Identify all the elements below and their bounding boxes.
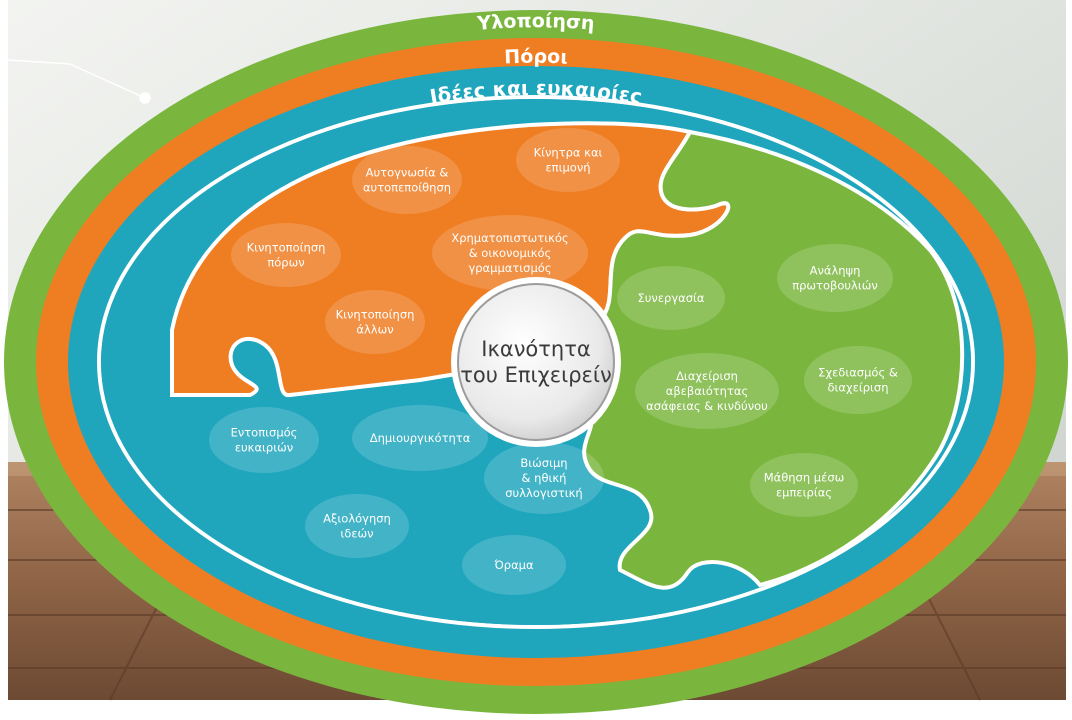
center-title-line1: Ικανότητα	[481, 337, 590, 361]
bubble-label-resources-3-line0: Χρηματοπιστωτικός	[451, 231, 568, 245]
bubble-label-ideas-2-line0: Βιώσιμη	[520, 456, 567, 470]
bubble-label-action-3-line0: Διαχείριση	[676, 369, 738, 383]
bubble-label-resources-4-line1: άλλων	[356, 323, 393, 337]
bubble-label-ideas-2-line1: & ηθική	[522, 471, 567, 485]
bubble-label-resources-3-line1: & οικονομικός	[469, 246, 552, 260]
bubble-label-action-1-line0: Συνεργασία	[637, 291, 704, 305]
bubble-label-ideas-1-line0: Δημιουργικότητα	[370, 431, 471, 445]
bubble-label-ideas-0-line0: Εντοπισμός	[231, 426, 298, 440]
bubble-label-action-2-line1: διαχείριση	[827, 381, 888, 395]
bubble-label-ideas-3-line1: ιδεών	[340, 527, 373, 541]
decorative-line	[7, 59, 151, 104]
bubble-label-action-3-line1: αβεβαιότητας	[666, 384, 748, 398]
bubbles	[209, 128, 912, 595]
bubble-label-resources-0-line1: αυτοπεποίθηση	[363, 181, 451, 195]
ring-divider	[97, 95, 975, 629]
bubble-label-resources-1-line0: Κίνητρα και	[534, 146, 603, 160]
center-circle: Ικανότητα του Επιχειρείν	[451, 277, 621, 447]
bubble-label-resources-4-line0: Κινητοποίηση	[336, 308, 415, 322]
bubble-label-resources-3-line2: γραμματισμός	[468, 261, 551, 275]
center-title-line2: του Επιχειρείν	[460, 363, 611, 387]
bubble-label-resources-1-line1: επιμονή	[545, 161, 590, 175]
bubble-label-action-0-line1: πρωτοβουλιών	[792, 279, 878, 293]
bubble-label-action-4-line0: Μάθηση μέσω	[764, 471, 845, 485]
bubble-label-action-0-line0: Ανάληψη	[810, 264, 861, 278]
bubble-label-ideas-2-line2: συλλογιστική	[505, 486, 582, 500]
bubble-label-ideas-0-line1: ευκαιριών	[235, 441, 293, 455]
bubble-labels: Αυτογνωσία &αυτοπεποίθηση Κίνητρα καιεπιμ…	[231, 146, 898, 573]
bubble-label-resources-0-line0: Αυτογνωσία &	[366, 166, 449, 180]
ring-middle-label: Πόροι	[504, 46, 568, 69]
bubble-label-ideas-4-line0: Όραμα	[493, 558, 534, 572]
bubble-label-action-4-line1: εμπειρίας	[776, 486, 832, 500]
bubble-label-resources-2-line0: Κινητοποίηση	[247, 241, 326, 255]
bubble-label-ideas-3-line0: Αξιολόγηση	[323, 512, 391, 526]
bubble-label-action-3-line2: ασάφειας & κινδύνου	[646, 399, 768, 413]
bubble-label-action-2-line0: Σχεδιασμός &	[818, 366, 898, 380]
bubble-label-resources-2-line1: πόρων	[267, 256, 304, 270]
ring-outer-label: Υλοποίηση	[476, 10, 596, 35]
puzzle-piece-action	[537, 129, 965, 590]
